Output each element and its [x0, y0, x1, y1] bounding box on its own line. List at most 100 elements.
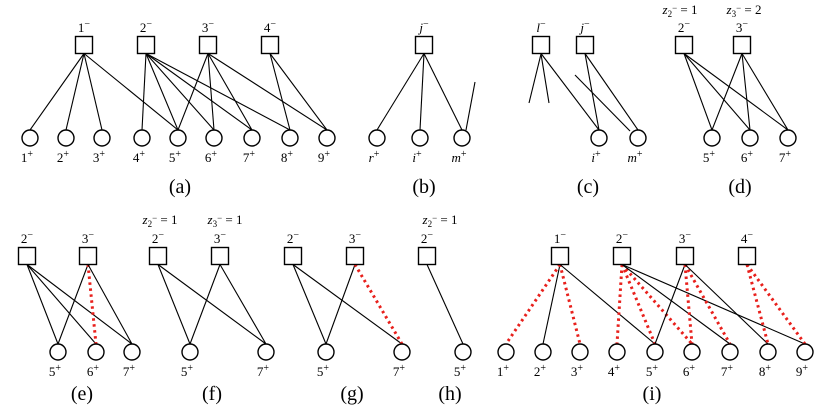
caption-f: (f): [202, 383, 222, 405]
edge-i-4-9: [745, 263, 807, 345]
z-annotation-f-3: z3− = 1: [207, 212, 243, 229]
var-label-d-7: 7+: [779, 149, 792, 165]
edge-a-3-9: [207, 53, 328, 131]
var-node-c-i: [590, 129, 608, 147]
edge-e-3-6: [86, 264, 98, 345]
var-label-f-7: 7+: [257, 363, 270, 379]
edge-b-j-r: [376, 53, 425, 131]
edge-i-2-4: [615, 264, 624, 345]
check-node-a-2: [136, 35, 156, 55]
check-label-a-3: 3−: [202, 19, 215, 35]
var-label-i-4: 4+: [608, 363, 621, 379]
var-label-i-1: 1+: [497, 363, 510, 379]
var-node-f-7: [257, 343, 275, 361]
edge-f-3-7: [219, 264, 267, 345]
check-node-a-1: [74, 35, 94, 55]
edge-g-3-5: [325, 264, 356, 345]
edge-d-3-7: [741, 53, 789, 131]
caption-e: (e): [71, 383, 93, 405]
var-label-e-5: 5+: [49, 363, 62, 379]
caption-d: (d): [728, 176, 751, 198]
edge-f-3-5: [189, 264, 221, 345]
edge-f-2-7: [157, 264, 267, 345]
var-node-e-7: [123, 343, 141, 361]
var-node-i-3: [571, 343, 589, 361]
var-label-a-6: 6+: [205, 149, 218, 165]
edge-i-2-6: [620, 263, 694, 345]
edge-g-3-7: [353, 263, 404, 345]
check-label-g-2: 2−: [287, 230, 300, 246]
var-label-i-7: 7+: [721, 363, 734, 379]
var-label-i-3: 3+: [571, 363, 584, 379]
var-node-d-5: [703, 129, 721, 147]
edge-h-2-5: [426, 264, 464, 345]
edge-a-2-5: [145, 53, 179, 131]
var-label-b-i: i+: [412, 149, 422, 165]
var-label-i-8: 8+: [759, 363, 772, 379]
var-label-c-i: i+: [591, 149, 601, 165]
var-node-e-6: [87, 343, 105, 361]
check-label-i-1: 1−: [554, 230, 567, 246]
var-node-d-6: [741, 129, 759, 147]
var-node-d-7: [779, 129, 797, 147]
caption-h: (h): [438, 383, 461, 405]
var-node-a-4: [133, 129, 151, 147]
caption-g: (g): [340, 383, 363, 405]
check-node-c-l: [531, 35, 551, 55]
edge-a-1-3: [83, 53, 103, 131]
check-label-c-j: j−: [578, 19, 590, 35]
edge-e-3-5: [57, 264, 89, 345]
check-node-d-3: [732, 35, 752, 55]
var-node-a-9: [318, 129, 336, 147]
check-label-g-3: 3−: [349, 230, 362, 246]
var-label-a-7: 7+: [243, 149, 256, 165]
edge-i-1-2: [542, 264, 561, 345]
edge-a-2-6: [145, 53, 215, 131]
var-label-c-m: m+: [627, 149, 642, 165]
var-node-b-r: [368, 129, 386, 147]
check-label-i-4: 4−: [741, 230, 754, 246]
edge-i-3-6: [683, 264, 694, 345]
var-label-b-m: m+: [451, 149, 466, 165]
check-node-i-3: [675, 246, 695, 266]
edge-d-2-7: [683, 53, 789, 131]
check-label-b-j: j−: [417, 19, 429, 35]
var-node-g-7: [393, 343, 411, 361]
caption-c: (c): [577, 176, 599, 198]
var-label-d-6: 6+: [741, 149, 754, 165]
var-node-i-2: [534, 343, 552, 361]
edge-a-4-8: [269, 53, 291, 131]
check-node-f-2: [148, 246, 168, 266]
var-node-i-6: [683, 343, 701, 361]
check-label-a-1: 1−: [78, 19, 91, 35]
check-label-h-2: 2−: [421, 230, 434, 246]
check-label-c-l: l−: [536, 19, 546, 35]
var-label-e-7: 7+: [123, 363, 136, 379]
edge-i-3-5: [654, 264, 686, 345]
check-label-d-3: 3−: [736, 19, 749, 35]
edge-i-1-3: [558, 264, 582, 345]
edge-d-3-5: [711, 53, 743, 131]
var-label-a-3: 3+: [93, 149, 106, 165]
check-node-f-3: [210, 246, 230, 266]
check-node-i-2: [612, 246, 632, 266]
check-node-d-2: [674, 35, 694, 55]
var-node-a-2: [57, 129, 75, 147]
var-label-i-2: 2+: [534, 363, 547, 379]
var-node-i-8: [759, 343, 777, 361]
edge-a-3-7: [207, 53, 253, 131]
edge-b-j-i: [419, 53, 425, 131]
var-label-i-9: 9+: [796, 363, 809, 379]
edge-e-2-6: [26, 264, 97, 345]
var-node-i-5: [646, 343, 664, 361]
edge-c-j-m: [584, 53, 639, 131]
var-node-a-3: [93, 129, 111, 147]
var-node-b-i: [411, 129, 429, 147]
check-label-e-3: 3−: [82, 230, 95, 246]
z-annotation-h-2: z2− = 1: [422, 212, 458, 229]
var-label-e-6: 6+: [87, 363, 100, 379]
var-node-e-5: [49, 343, 67, 361]
check-label-e-2: 2−: [21, 230, 34, 246]
edge-g-2-7: [292, 264, 403, 345]
var-node-i-1: [497, 343, 515, 361]
